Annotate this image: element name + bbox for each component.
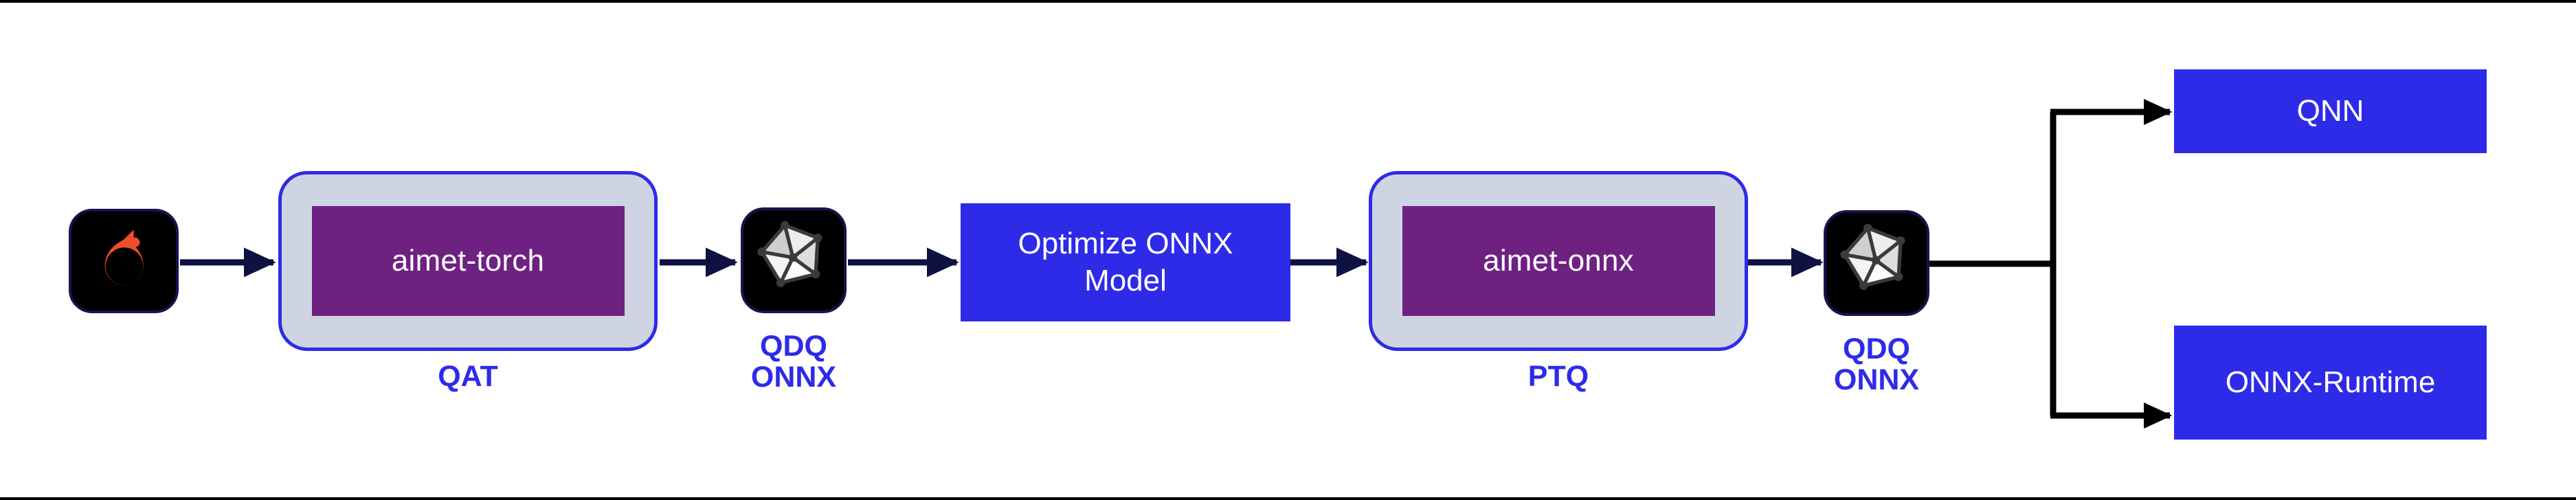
aimet-torch-caption: QAT — [438, 360, 498, 393]
aimet-torch-label: aimet-torch — [391, 244, 545, 277]
pytorch-logo-tile[interactable] — [69, 209, 179, 313]
qdq-onnx-1-logo-tile[interactable] — [741, 207, 847, 313]
aimet-torch-container[interactable]: aimet-torch — [278, 171, 658, 351]
qnn-box[interactable]: QNN — [2174, 69, 2487, 153]
aimet-onnx-box[interactable]: aimet-onnx — [1402, 206, 1715, 316]
qdq-onnx-2-caption-line2: ONNX — [1833, 363, 1920, 397]
aimet-onnx-label: aimet-onnx — [1483, 244, 1634, 277]
onnx-polyhedron-icon — [1833, 220, 1920, 306]
qdq-onnx-1-caption-line2: ONNX — [750, 361, 837, 394]
optimize-onnx-model-line2: Model — [1084, 264, 1167, 297]
aimet-onnx-caption: PTQ — [1527, 360, 1589, 393]
qdq-onnx-2-caption-line1: QDQ — [1843, 332, 1910, 365]
onnx-runtime-label: ONNX-Runtime — [2225, 365, 2436, 400]
pytorch-icon — [87, 223, 161, 299]
qdq-onnx-2-logo-tile[interactable] — [1824, 210, 1929, 316]
optimize-onnx-model-line1: Optimize ONNX — [1018, 227, 1233, 261]
aimet-onnx-container[interactable]: aimet-onnx — [1369, 171, 1748, 351]
onnx-runtime-box[interactable]: ONNX-Runtime — [2174, 326, 2487, 440]
aimet-torch-box[interactable]: aimet-torch — [311, 206, 625, 316]
qnn-label: QNN — [2296, 94, 2364, 128]
onnx-polyhedron-icon — [750, 217, 837, 304]
qdq-onnx-1-caption-line1: QDQ — [760, 330, 827, 363]
